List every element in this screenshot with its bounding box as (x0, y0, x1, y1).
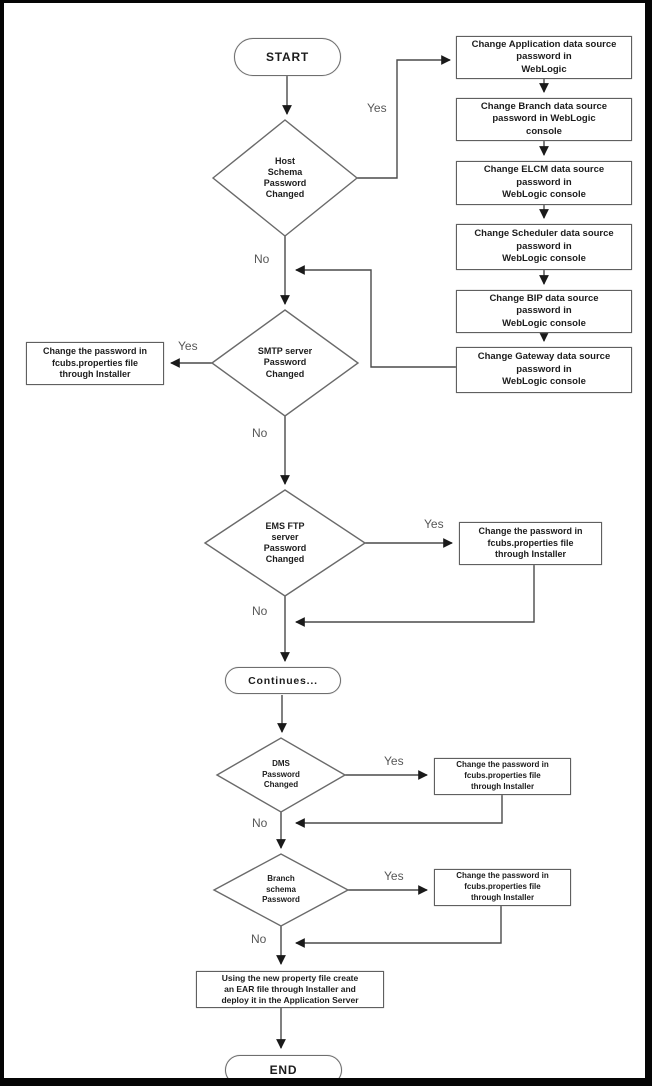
continues-label: Continues... (248, 674, 318, 687)
ems-yes-label: Yes (424, 517, 444, 531)
dms-no-label: No (252, 816, 268, 830)
branch-no-label: No (251, 932, 267, 946)
start-terminal: START (234, 38, 341, 76)
smtp-yes-label: Yes (178, 339, 198, 353)
process-change-branch-ds: Change Branch data source password in We… (456, 98, 632, 141)
host-decision-label: Host Schema Password Changed (263, 155, 307, 200)
smtp-no-label: No (252, 426, 268, 440)
ems-decision-label: EMS FTP server Password Changed (263, 520, 307, 565)
process-ems-installer: Change the password in fcubs.properties … (459, 522, 602, 565)
process-branch-installer: Change the password in fcubs.properties … (434, 869, 571, 906)
process-dms-installer: Change the password in fcubs.properties … (434, 758, 571, 795)
dms-yes-label: Yes (384, 754, 404, 768)
process-change-elcm-ds: Change ELCM data source password in WebL… (456, 161, 632, 205)
end-label: END (269, 1063, 298, 1077)
start-label: START (265, 50, 310, 64)
edge-dmsbox-return (295, 795, 503, 828)
edge-emsbox-return (295, 565, 535, 627)
process-change-gateway-ds: Change Gateway data source password in W… (456, 347, 632, 393)
process-build-deploy-ear: Using the new property file create an EA… (196, 971, 384, 1008)
host-no-label: No (254, 252, 270, 266)
dms-decision-label: DMS Password Changed (262, 759, 300, 790)
continues-terminal: Continues... (225, 667, 341, 694)
process-change-bip-ds: Change BIP data source password in WebLo… (456, 290, 632, 333)
end-terminal: END (225, 1055, 342, 1078)
branch-yes-label: Yes (384, 869, 404, 883)
edge-host-yes-to-app (357, 55, 451, 179)
edge-branchbox-return (295, 906, 502, 948)
ems-no-label: No (252, 604, 268, 618)
process-change-scheduler-ds: Change Scheduler data source password in… (456, 224, 632, 270)
process-smtp-installer: Change the password in fcubs.properties … (26, 342, 164, 385)
process-change-application-ds: Change Application data source password … (456, 36, 632, 79)
branch-decision-label: Branch schema Password (262, 874, 300, 905)
host-yes-label: Yes (367, 101, 387, 115)
smtp-decision-label: SMTP server Password Changed (257, 346, 313, 379)
